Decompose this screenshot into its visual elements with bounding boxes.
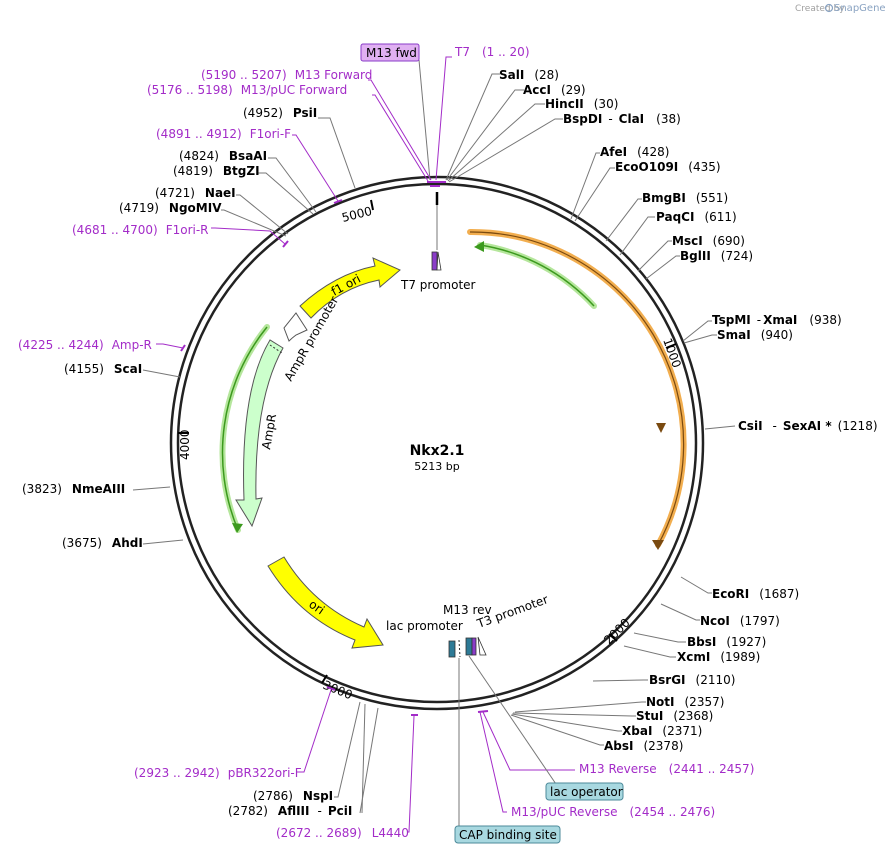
site-bmgbi[interactable]: BmgBI(551) — [642, 191, 728, 205]
site-psii[interactable]: (4952)PsiI — [243, 106, 317, 120]
created-by-label: Created by — [795, 4, 845, 14]
site-btgzi[interactable]: (4819)BtgZI — [173, 164, 260, 178]
orf-orange-head-a — [652, 540, 664, 550]
tick-label-4000: 4000 — [178, 429, 192, 460]
primer-m13-puc-reverse[interactable]: M13/pUC Reverse(2454 .. 2476) — [511, 805, 715, 819]
site-msci[interactable]: MscI(690) — [672, 234, 745, 248]
left-green-head — [232, 523, 243, 533]
m13-fwd-box[interactable] — [360, 43, 420, 62]
left-site-leaders — [132, 117, 379, 814]
right-sites: SalI(28) AccI(29) HincII(30) BspDI-ClaI(… — [499, 68, 878, 753]
lac-region-features[interactable] — [448, 636, 487, 658]
site-bglii[interactable]: BglII(724) — [680, 249, 753, 263]
t7-promoter-feature[interactable] — [431, 251, 442, 271]
backbone — [169, 175, 705, 711]
orf-green-head — [474, 241, 484, 252]
site-bbsi[interactable]: BbsI(1927) — [687, 635, 766, 649]
lac-operator-box[interactable] — [545, 782, 624, 801]
right-site-leaders — [445, 73, 736, 746]
site-ncoi[interactable]: NcoI(1797) — [700, 614, 780, 628]
site-eco0109i[interactable]: EcoO109I(435) — [615, 160, 721, 174]
cap-binding-site-label: CAP binding site — [459, 828, 557, 842]
site-noti[interactable]: NotI(2357) — [646, 695, 724, 709]
site-ecori[interactable]: EcoRI(1687) — [712, 587, 799, 601]
site-ahdi[interactable]: (3675)AhdI — [62, 536, 143, 550]
site-afei[interactable]: AfeI(428) — [600, 145, 669, 159]
site-afliii-pcii[interactable]: (2782)AflIII-PciI — [228, 804, 352, 818]
lac-promoter-label: lac promoter — [386, 619, 463, 633]
primer-pbr322ori-f[interactable]: (2923 .. 2942)pBR322ori-F — [134, 766, 302, 780]
ampr-feature[interactable] — [235, 339, 284, 528]
orf-orange-arc-core — [469, 231, 685, 546]
site-nspi[interactable]: (2786)NspI — [253, 789, 333, 803]
left-green-arc-core — [221, 326, 268, 531]
primer-marks — [180, 181, 489, 716]
site-scai[interactable]: (4155)ScaI — [64, 362, 142, 376]
primer-f1ori-r[interactable]: (4681 .. 4700)F1ori-R — [72, 223, 209, 237]
site-paqci[interactable]: PaqCI(611) — [656, 210, 737, 224]
primer-m13-puc-forward[interactable]: (5176 .. 5198)M13/pUC Forward — [147, 83, 347, 97]
orf-green-arc-core — [479, 244, 595, 307]
cap-binding-site-box[interactable] — [454, 825, 561, 844]
ampr-label: AmpR — [259, 413, 279, 451]
lac-operator-label: lac operator — [550, 785, 623, 799]
primer-t7[interactable]: T7(1 .. 20) — [454, 45, 530, 59]
site-stui[interactable]: StuI(2368) — [636, 709, 713, 723]
primer-l4440[interactable]: (2672 .. 2689)L4440 — [276, 826, 409, 840]
site-smai[interactable]: SmaI(940) — [717, 328, 793, 342]
ori-feature[interactable] — [267, 556, 384, 649]
primer-m13-reverse[interactable]: M13 Reverse(2441 .. 2457) — [579, 762, 754, 776]
m13-fwd-label: M13 fwd — [366, 46, 417, 60]
site-nmeaiii[interactable]: (3823)NmeAIII — [22, 482, 125, 496]
t7-promoter-label: T7 promoter — [400, 278, 476, 292]
site-bspdi-clai[interactable]: BspDI-ClaI(38) — [563, 112, 681, 126]
m13-rev-label: M13 rev — [443, 603, 492, 617]
site-hincii[interactable]: HincII(30) — [545, 97, 618, 111]
ampr-promoter-feature[interactable] — [283, 312, 308, 342]
orf-green-arc[interactable] — [477, 242, 597, 309]
orf-orange-arc[interactable] — [467, 228, 687, 548]
f1-ori-feature[interactable] — [299, 257, 401, 319]
snapgene-brand[interactable]: SnapGene — [834, 3, 886, 14]
tick-label-5000: 5000 — [340, 204, 373, 225]
primers: M13 fwd T7(1 .. 20) (5190 .. 5207)M13 Fo… — [18, 43, 754, 840]
site-xbai[interactable]: XbaI(2371) — [622, 724, 702, 738]
site-acci[interactable]: AccI(29) — [523, 83, 586, 97]
site-tspmi-xmai[interactable]: TspMI-XmaI(938) — [712, 313, 842, 327]
tick-label-3000: 3000 — [321, 678, 355, 702]
site-naei[interactable]: (4721)NaeI — [155, 186, 236, 200]
site-sali[interactable]: SalI(28) — [499, 68, 559, 82]
tick-label-2000: 2000 — [601, 616, 632, 647]
plasmid-size: 5213 bp — [414, 460, 459, 473]
site-absi[interactable]: AbsI(2378) — [604, 739, 683, 753]
primer-amp-r[interactable]: (4225 .. 4244)Amp-R — [18, 338, 152, 352]
site-bsaai[interactable]: (4824)BsaAI — [179, 149, 267, 163]
primer-leaders — [156, 56, 575, 833]
primer-f1ori-f[interactable]: (4891 .. 4912)F1ori-F — [156, 127, 291, 141]
site-bsrgi[interactable]: BsrGI(2110) — [649, 673, 735, 687]
site-csii-sexai[interactable]: CsiI-SexAI *(1218) — [738, 419, 878, 433]
site-ngomiv[interactable]: (4719)NgoMIV — [119, 201, 222, 215]
plasmid-name: Nkx2.1 — [410, 443, 465, 459]
site-xcmi[interactable]: XcmI(1989) — [677, 650, 760, 664]
left-sites: (4952)PsiI (4824)BsaAI (4819)BtgZI (4721… — [22, 106, 352, 818]
snapgene-logo-icon — [824, 3, 834, 13]
ampr-divider — [269, 344, 283, 354]
orf-orange-head-b — [656, 423, 666, 433]
primer-m13-forward[interactable]: (5190 .. 5207)M13 Forward — [201, 68, 372, 82]
